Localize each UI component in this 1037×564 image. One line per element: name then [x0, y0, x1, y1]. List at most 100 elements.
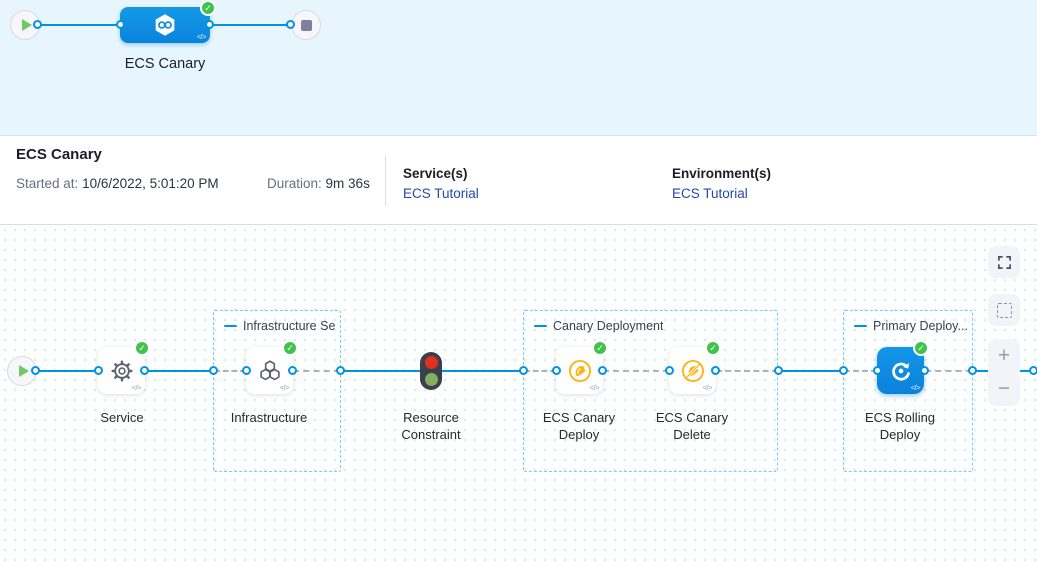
stop-icon [300, 19, 312, 31]
execution-graph-canvas[interactable]: Infrastructure Se... Canary Deployment P… [0, 225, 1037, 564]
fullscreen-icon [997, 255, 1011, 269]
services-link[interactable]: ECS Tutorial [403, 186, 479, 201]
graph-edge [442, 370, 523, 372]
connector-dot [242, 366, 251, 375]
minimap-stage-ecs-canary[interactable]: ✓ </> [120, 0, 216, 43]
divider [385, 156, 386, 206]
step-ecs-rolling-deploy[interactable]: ✓ </> [877, 340, 929, 394]
group-header: Primary Deploy... [854, 319, 968, 333]
traffic-green-light [424, 373, 438, 386]
graph-edge [341, 370, 421, 372]
code-icon: </> [589, 383, 600, 392]
graph-edge-dashed [925, 370, 972, 372]
connector-dot [598, 366, 607, 375]
connector-dot [519, 366, 528, 375]
graph-edge-dashed [603, 370, 669, 372]
code-icon: </> [196, 32, 207, 41]
success-check-icon: ✓ [282, 340, 298, 356]
connector-dot [140, 366, 149, 375]
started-value: 10/6/2022, 5:01:20 PM [82, 176, 219, 191]
connector-dot [336, 366, 345, 375]
execution-summary-bar: ECS Canary Started at: 10/6/2022, 5:01:2… [0, 135, 1037, 225]
step-service[interactable]: ✓ </> [98, 340, 150, 394]
group-label: Canary Deployment [553, 319, 664, 333]
minimap-stage-label: ECS Canary [124, 56, 206, 72]
canary-icon [568, 359, 591, 382]
step-label-ecs-rolling-deploy: ECS Rolling Deploy [864, 410, 936, 442]
connector-dot [873, 366, 882, 375]
connector-dot [209, 366, 218, 375]
marquee-icon [996, 302, 1012, 318]
zoom-in-button[interactable]: + [997, 344, 1011, 367]
graph-edge-dashed [844, 370, 877, 372]
graph-edge [36, 370, 98, 372]
connector-dot [31, 366, 40, 375]
minimap-edge [210, 24, 290, 26]
group-label: Primary Deploy... [873, 319, 968, 333]
success-check-icon: ✓ [134, 340, 150, 356]
group-label: Infrastructure Se... [243, 319, 336, 333]
connector-dot [968, 366, 977, 375]
collapse-icon[interactable] [854, 324, 867, 328]
play-icon [18, 365, 29, 377]
step-ecs-canary-deploy[interactable]: ✓ </> [556, 340, 608, 394]
step-infrastructure[interactable]: ✓ </> [246, 340, 298, 394]
step-label-resource-constraint: Resource Constraint [401, 410, 461, 442]
connector-dot [205, 20, 214, 29]
started-at: Started at: 10/6/2022, 5:01:20 PM [16, 176, 219, 191]
success-check-icon: ✓ [913, 340, 929, 356]
code-icon: </> [131, 383, 142, 392]
connector-dot [94, 366, 103, 375]
duration: Duration: 9m 36s [267, 176, 370, 191]
duration-label: Duration: [267, 176, 322, 191]
stage-title: ECS Canary [16, 146, 102, 163]
rolling-deploy-icon [891, 362, 910, 380]
group-primary-deployment[interactable]: Primary Deploy... [843, 310, 973, 472]
fullscreen-button[interactable] [988, 246, 1020, 278]
traffic-red-light [424, 356, 438, 369]
connector-dot [1029, 366, 1037, 375]
connector-dot [839, 366, 848, 375]
gear-icon [110, 359, 133, 382]
group-infrastructure-section[interactable]: Infrastructure Se... [213, 310, 341, 472]
step-label-service: Service [100, 410, 144, 425]
zoom-out-button[interactable]: − [997, 377, 1011, 400]
collapse-icon[interactable] [534, 324, 547, 328]
connector-dot [33, 20, 42, 29]
connector-dot [286, 20, 295, 29]
canary-delete-icon [681, 359, 704, 382]
graph-edge-dashed [293, 370, 340, 372]
connector-dot [920, 366, 929, 375]
minimap-end-button[interactable] [291, 10, 321, 40]
cd-hexagon-icon [155, 14, 175, 36]
success-check-icon: ✓ [592, 340, 608, 356]
step-ecs-canary-delete[interactable]: ✓ </> [669, 340, 721, 394]
graph-edge-dashed [214, 370, 246, 372]
step-label-infrastructure: Infrastructure [230, 410, 308, 425]
zoom-controls: + − [988, 339, 1020, 406]
services-label: Service(s) [403, 166, 468, 181]
group-canary-deployment[interactable]: Canary Deployment [523, 310, 778, 472]
code-icon: </> [910, 383, 921, 392]
connector-dot [552, 366, 561, 375]
code-icon: </> [702, 383, 713, 392]
step-resource-constraint[interactable] [420, 352, 442, 390]
environments-link[interactable]: ECS Tutorial [672, 186, 748, 201]
connector-dot [711, 366, 720, 375]
success-check-icon: ✓ [200, 0, 216, 16]
connector-dot [665, 366, 674, 375]
group-header: Canary Deployment [534, 319, 663, 333]
duration-value: 9m 36s [325, 176, 370, 191]
connector-dot [288, 366, 297, 375]
group-header: Infrastructure Se... [224, 319, 336, 333]
success-check-icon: ✓ [705, 340, 721, 356]
connector-dot [774, 366, 783, 375]
collapse-icon[interactable] [224, 324, 237, 328]
graph-edge-dashed [524, 370, 556, 372]
selection-mode-button[interactable] [988, 294, 1020, 326]
infrastructure-icon [259, 359, 280, 380]
code-icon: </> [279, 383, 290, 392]
step-label-ecs-canary-delete: ECS Canary Delete [655, 410, 729, 442]
connector-dot [116, 20, 125, 29]
minimap-edge [37, 24, 120, 26]
